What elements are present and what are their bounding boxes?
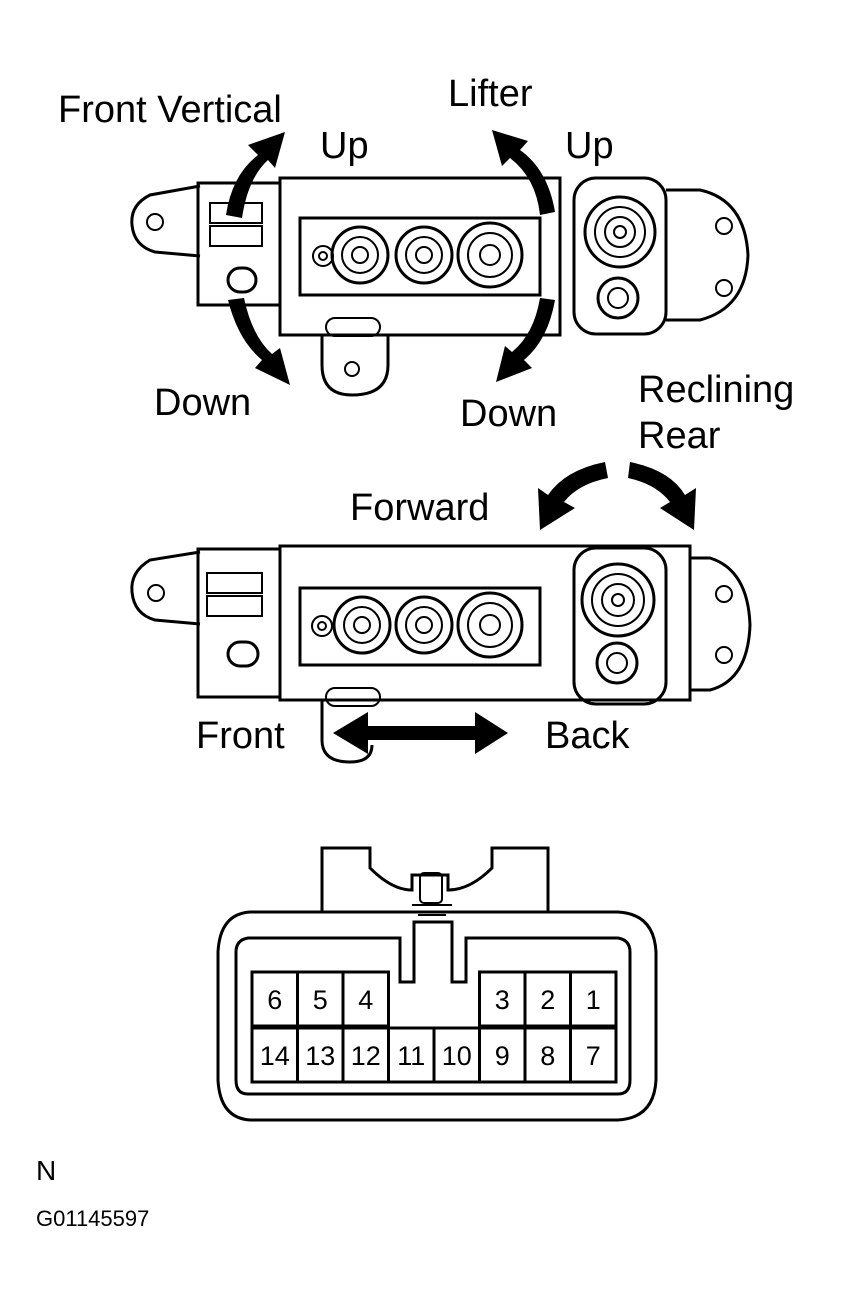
lifter-label: Lifter [448, 73, 533, 115]
connector-pin-7: 7 [586, 1041, 601, 1071]
connector-pin-8: 8 [540, 1041, 555, 1071]
figure-code: G01145597 [36, 1206, 149, 1231]
rear-label: Rear [638, 415, 721, 457]
connector-pin-3: 3 [495, 985, 510, 1015]
connector-pin-10: 10 [442, 1041, 472, 1071]
forward-label: Forward [350, 487, 489, 529]
switch-top-illustration [130, 176, 750, 397]
arrow-reclining-forward-icon [538, 462, 608, 530]
connector-pin-2: 2 [540, 985, 555, 1015]
connector-pin-5: 5 [313, 985, 328, 1015]
connector-pin-14: 14 [260, 1041, 290, 1071]
front-vertical-label: Front Vertical [58, 89, 282, 131]
arrow-reclining-rear-icon [628, 462, 696, 530]
reclining-label: Reclining [638, 369, 794, 411]
arrow-front-vertical-up-icon [226, 132, 285, 218]
switch-bottom-illustration [130, 544, 752, 764]
arrow-lifter-down-icon [496, 298, 555, 382]
connector-illustration [216, 846, 658, 1122]
connector-pin-12: 12 [351, 1041, 381, 1071]
connector-pin-13: 13 [305, 1041, 335, 1071]
connector-pin-4-cell [341, 970, 390, 1028]
arrow-front-back-icon [333, 712, 508, 754]
back-label: Back [545, 715, 630, 757]
connector-pin-11: 11 [397, 1041, 425, 1071]
arrow-lifter-up-icon [492, 130, 555, 215]
connector-pin-9: 9 [495, 1041, 510, 1071]
connector-pin-6: 6 [267, 985, 282, 1015]
connector-pin-1: 1 [586, 985, 601, 1015]
lifter-up-label: Up [565, 125, 614, 167]
front-down-label: Down [154, 382, 251, 424]
connector-pin-7-cell [569, 1026, 618, 1084]
footer-letter: N [36, 1155, 56, 1186]
front-label: Front [196, 715, 285, 757]
lifter-down-label: Down [460, 393, 557, 435]
front-up-label: Up [320, 125, 369, 167]
connector-pin-4: 4 [358, 985, 373, 1015]
arrow-front-vertical-down-icon [228, 298, 290, 385]
connector-pin-1-cell [569, 970, 618, 1028]
